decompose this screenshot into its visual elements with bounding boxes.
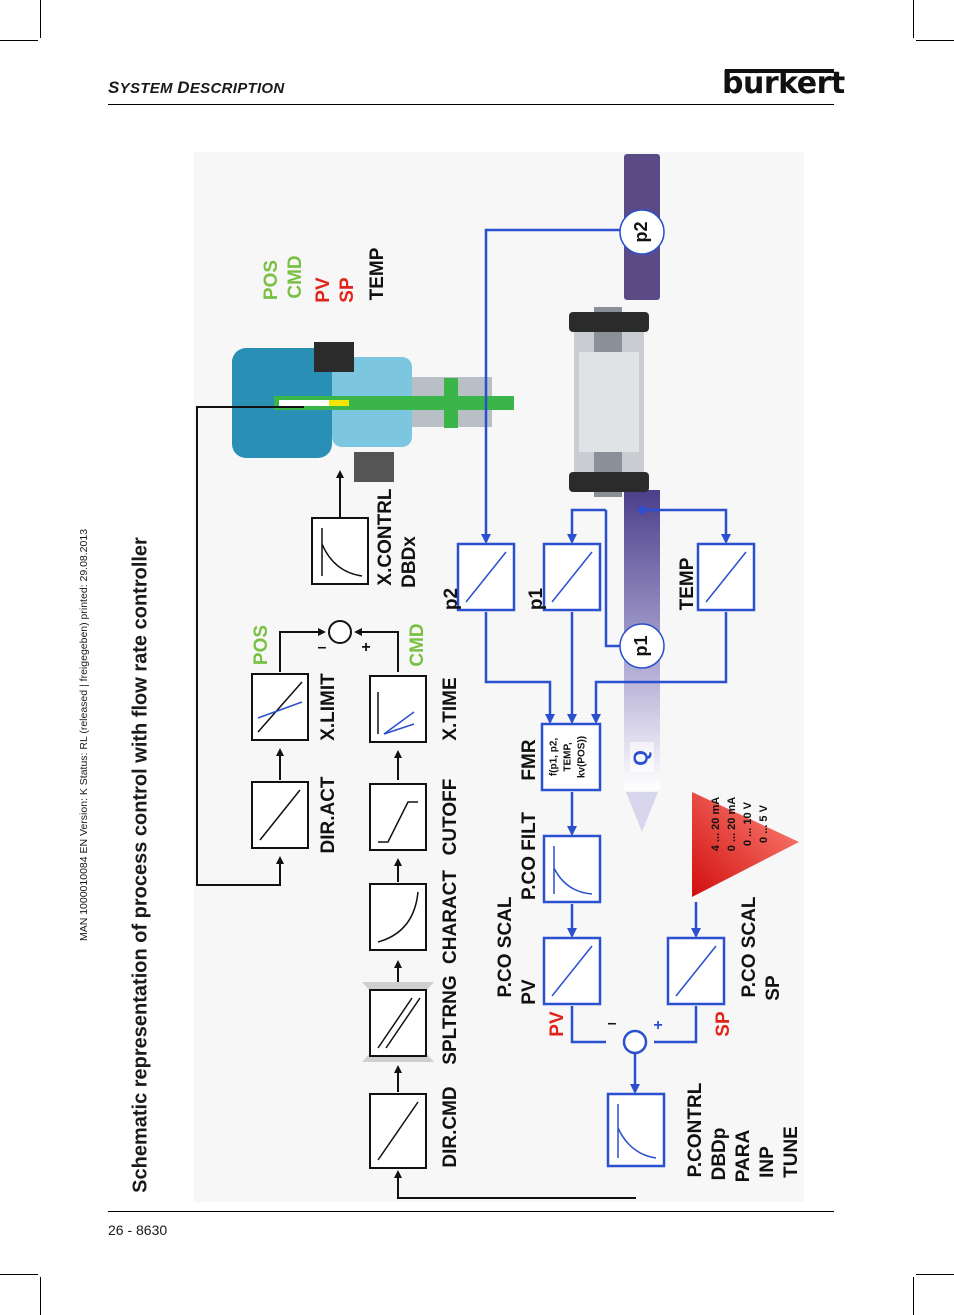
label-p-co-filt: P.CO FILT: [519, 812, 540, 900]
label-p1: p1: [526, 587, 547, 610]
crop-mark: [0, 1274, 38, 1275]
label-cutoff: CUTOFF: [440, 779, 461, 856]
valve-actuator-illustration: [232, 307, 649, 497]
label-dir-act: DIR.ACT: [318, 776, 339, 853]
label-p-co-scal-sp-2: SP: [763, 975, 784, 1001]
crop-mark: [916, 1274, 954, 1275]
cmd-plus-sign: +: [361, 639, 370, 656]
label-dir-cmd: DIR.CMD: [440, 1086, 461, 1167]
process-summing-junction: [622, 1029, 648, 1055]
legend-cmd: CMD: [285, 255, 306, 298]
legend-pos: POS: [261, 260, 282, 300]
dir-act-block: [251, 781, 309, 849]
black-signal-lines: [196, 406, 636, 1199]
label-para: PARA: [733, 1130, 754, 1183]
x-contrl-block: [311, 517, 369, 585]
position-summing-junction: [328, 620, 352, 644]
brand-logo-bar: [725, 69, 834, 73]
temp-sensor-block: [696, 542, 756, 612]
p-co-filt-block: [542, 834, 602, 904]
fmr-formula-line3: kv(POS)): [577, 736, 588, 778]
page-number: 26 - 8630: [108, 1222, 168, 1238]
pipe-p1-label: p1: [631, 635, 651, 656]
header-rule: [108, 104, 834, 105]
fmr-formula-line1: f(p1, p2,: [549, 738, 560, 777]
label-p-co-scal-pv-2: PV: [519, 979, 540, 1005]
crop-mark: [40, 0, 41, 38]
fmr-formula-line2: TEMP,: [563, 742, 574, 771]
label-x-time: X.TIME: [440, 677, 461, 740]
x-time-block: [369, 675, 427, 743]
figure-title: Schematic representation of process cont…: [129, 537, 152, 1193]
range-0-5v: 0 ... 5 V: [758, 804, 770, 843]
crop-mark: [913, 1277, 914, 1315]
range-0-20ma: 0 ... 20 mA: [726, 797, 738, 851]
pos-minus-sign: –: [318, 639, 327, 656]
label-cmd-green: CMD: [407, 623, 428, 666]
cutoff-block: [369, 783, 427, 851]
range-0-10v: 0 ... 10 V: [742, 801, 754, 846]
label-x-limit: X.LIMIT: [318, 673, 339, 741]
label-p-co-scal-pv-1: P.CO SCAL: [495, 896, 516, 997]
legend-temp: TEMP: [367, 247, 388, 300]
p-co-scal-sp-block: [666, 936, 726, 1006]
flow-q-box: [630, 742, 654, 772]
blue-signal-lines: [481, 228, 731, 1094]
dir-cmd-block: [369, 1093, 427, 1169]
p-contrl-block: [606, 1092, 666, 1168]
sp-plus-sign: +: [653, 1017, 662, 1034]
flow-direction-arrow: [626, 792, 658, 832]
label-charact: CHARACT: [440, 870, 461, 964]
flow-control-diagram: p2 p1 Q 4 ... 20 mA 0 ... 20 mA 0 ... 10…: [194, 152, 804, 1202]
label-pos-green: POS: [251, 625, 272, 665]
pipe-p2-label: p2: [631, 221, 651, 242]
label-inp: INP: [757, 1146, 778, 1178]
label-p-contrl: P.CONTRL: [685, 1082, 706, 1177]
brand-logo: bürkert: [722, 66, 845, 101]
label-p2: p2: [441, 588, 462, 610]
p2-sensor-block: [456, 542, 516, 612]
legend-pv: PV: [313, 277, 334, 303]
label-temp: TEMP: [677, 557, 698, 610]
p1-sensor-block: [542, 542, 602, 612]
spltrng-block: [362, 982, 434, 1062]
range-4-20ma: 4 ... 20 mA: [710, 797, 722, 851]
label-tune: TUNE: [781, 1126, 802, 1178]
label-sp-red: SP: [713, 1011, 734, 1037]
label-dbdp: DBDp: [709, 1128, 730, 1181]
flow-q-label: Q: [630, 750, 652, 766]
pv-minus-sign: –: [608, 1015, 617, 1032]
crop-mark: [916, 40, 954, 41]
label-fmr: FMR: [519, 739, 540, 780]
p-co-scal-pv-block: [542, 936, 602, 1006]
charact-block: [369, 883, 427, 951]
document-metadata: MAN 1000010084 EN Version: K Status: RL …: [78, 528, 90, 942]
crop-mark: [40, 1277, 41, 1315]
label-x-contrl: X.CONTRL: [375, 488, 396, 586]
label-spltrng: SPLTRNG: [440, 975, 461, 1064]
crop-mark: [913, 0, 914, 38]
x-limit-block: [251, 673, 309, 741]
label-pv-red: PV: [547, 1011, 568, 1037]
label-dbdx: DBDx: [399, 536, 420, 588]
section-title: SYSTEM DESCRIPTION: [108, 78, 285, 97]
pipe-p2-marker: [619, 209, 665, 255]
legend-sp: SP: [337, 277, 358, 303]
label-p-co-scal-sp-1: P.CO SCAL: [739, 896, 760, 997]
temp-sensor-dot: [638, 506, 646, 514]
crop-mark: [0, 40, 38, 41]
footer-rule: [108, 1211, 834, 1212]
input-range-triangle: [692, 792, 799, 897]
fmr-block: [540, 722, 602, 792]
